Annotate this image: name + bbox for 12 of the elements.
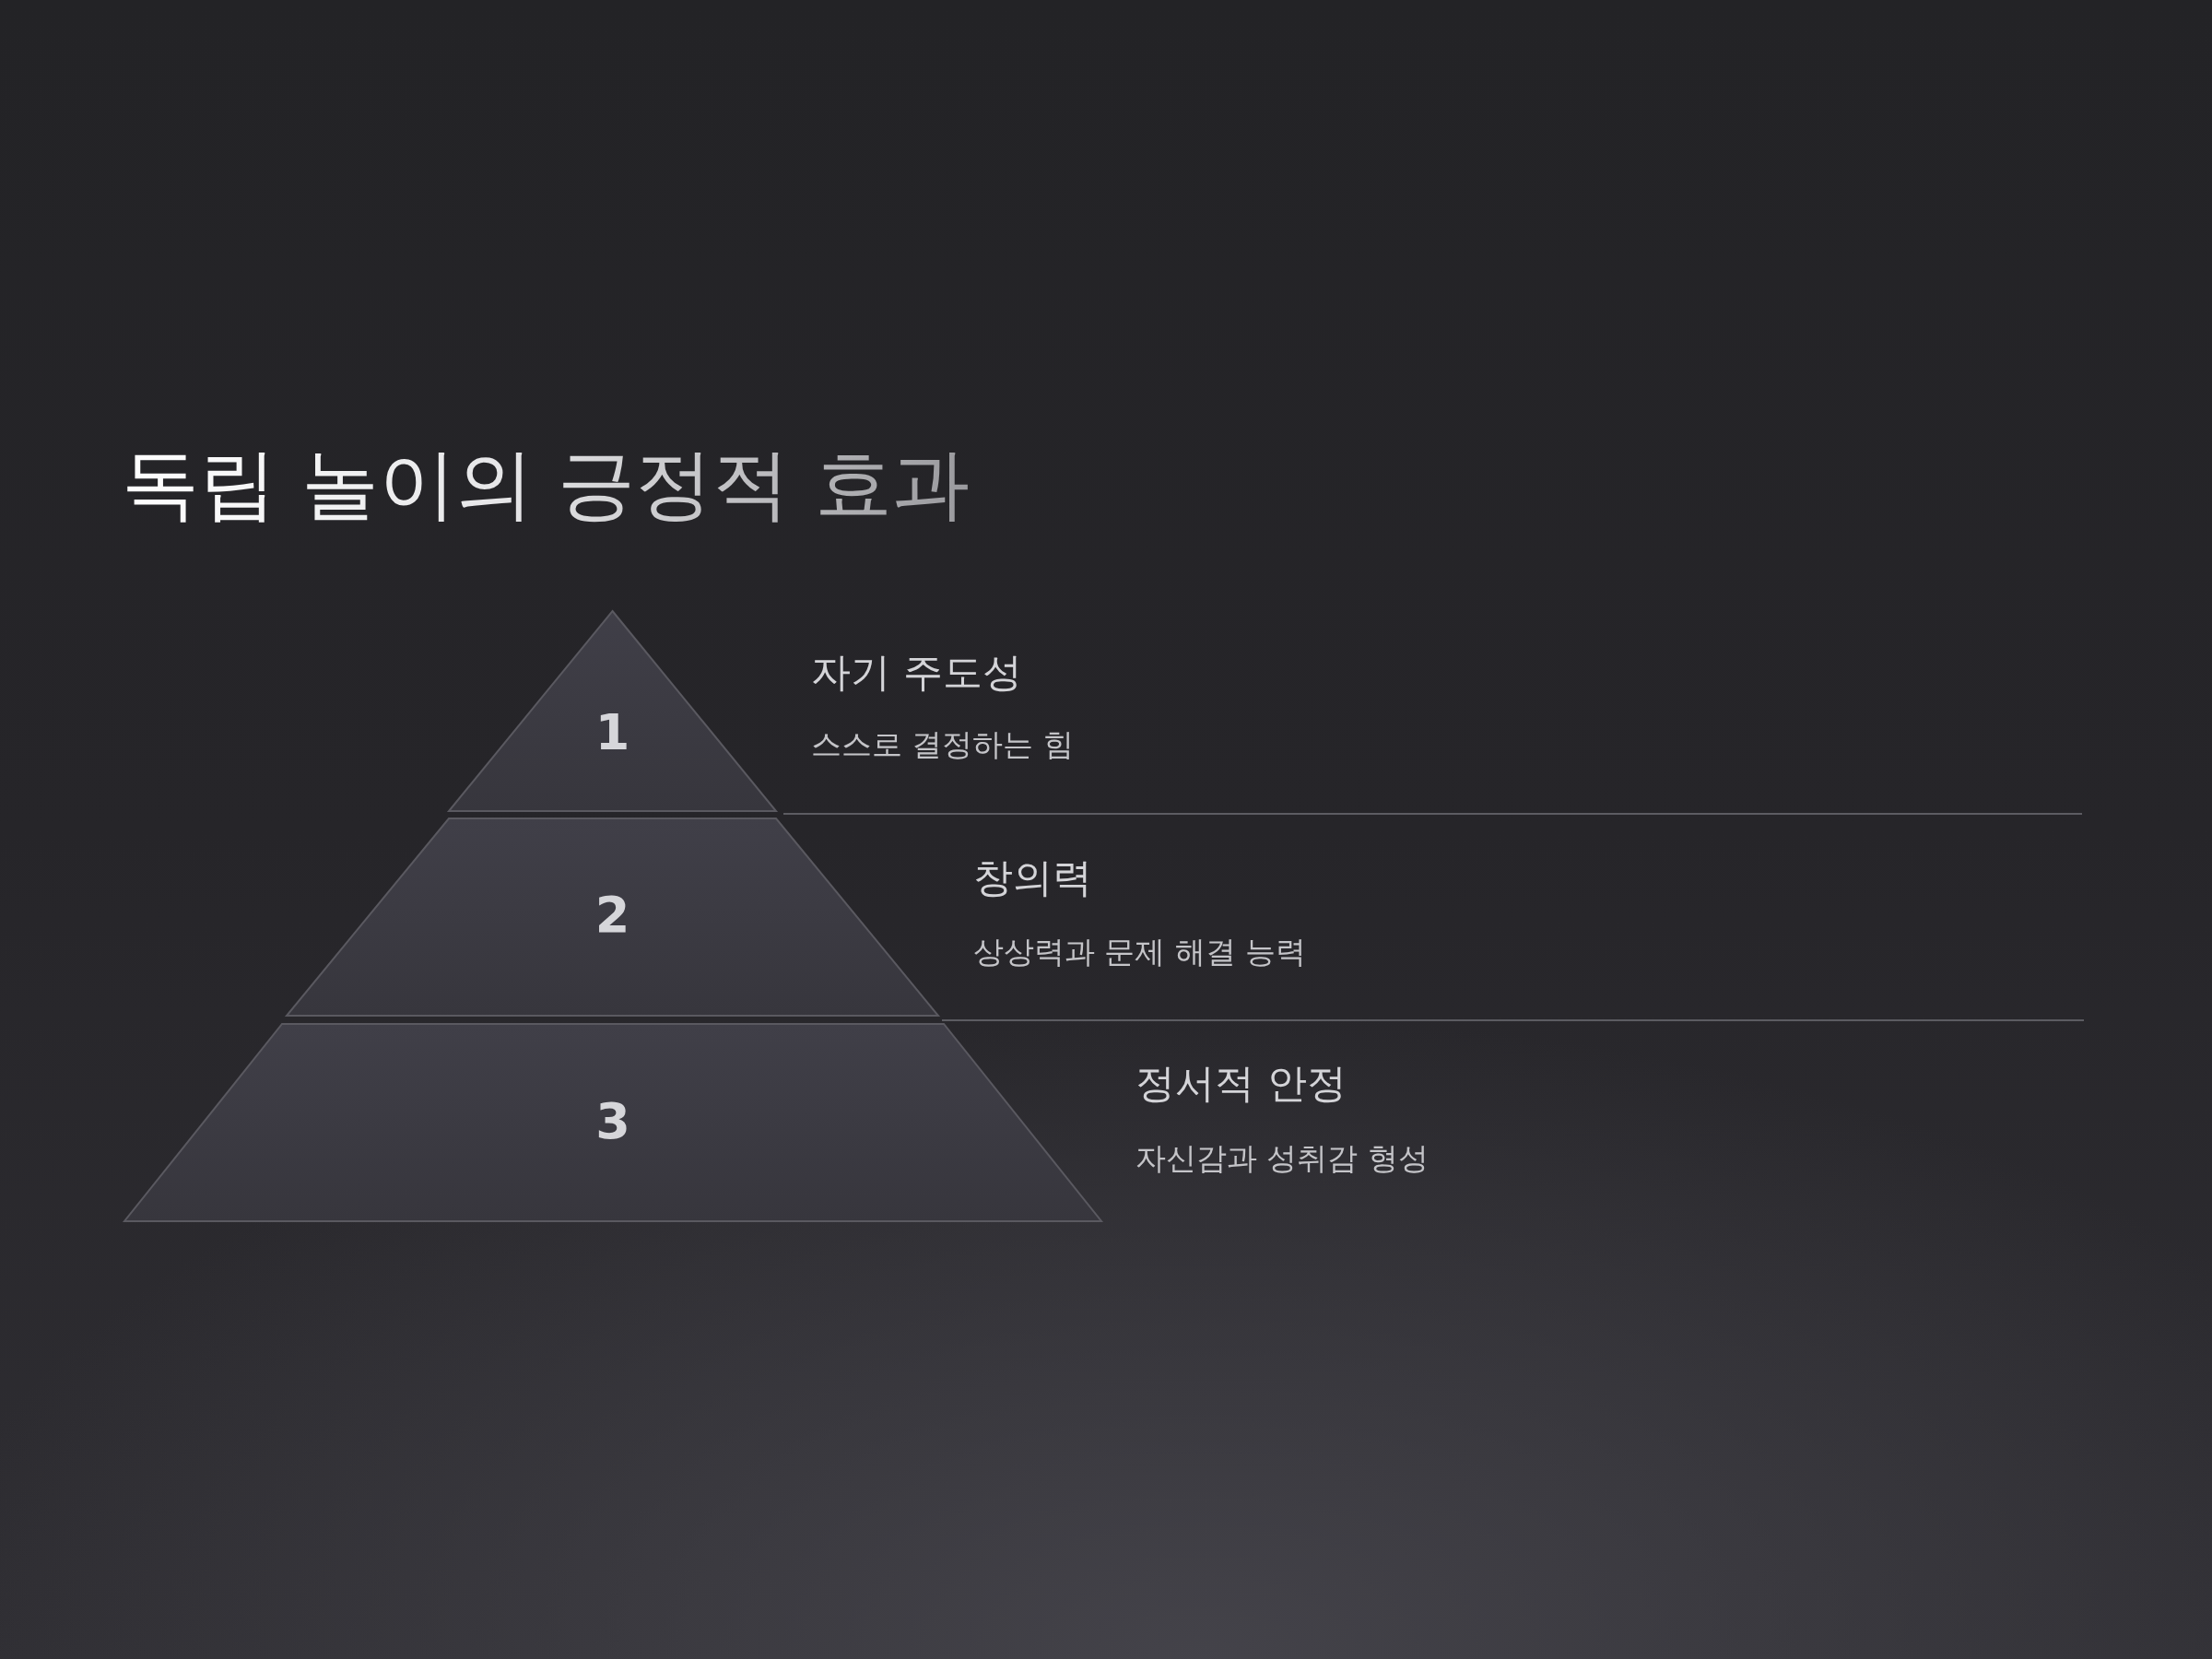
tier-heading: 창의력 — [973, 853, 1092, 902]
pyramid-tier — [287, 818, 938, 1016]
tier-number: 2 — [594, 887, 630, 943]
tier-number: 3 — [595, 1093, 630, 1149]
tier-heading: 정서적 안정 — [1135, 1059, 1347, 1108]
pyramid-tier — [124, 1024, 1101, 1221]
pyramid-tier — [449, 611, 776, 811]
tier-heading: 자기 주도성 — [811, 648, 1022, 697]
tier-number: 1 — [594, 705, 630, 761]
tier-description: 상상력과 문제 해결 능력 — [973, 933, 1307, 971]
tier-description: 자신감과 성취감 형성 — [1135, 1139, 1429, 1178]
tier-description: 스스로 결정하는 힘 — [811, 725, 1074, 764]
